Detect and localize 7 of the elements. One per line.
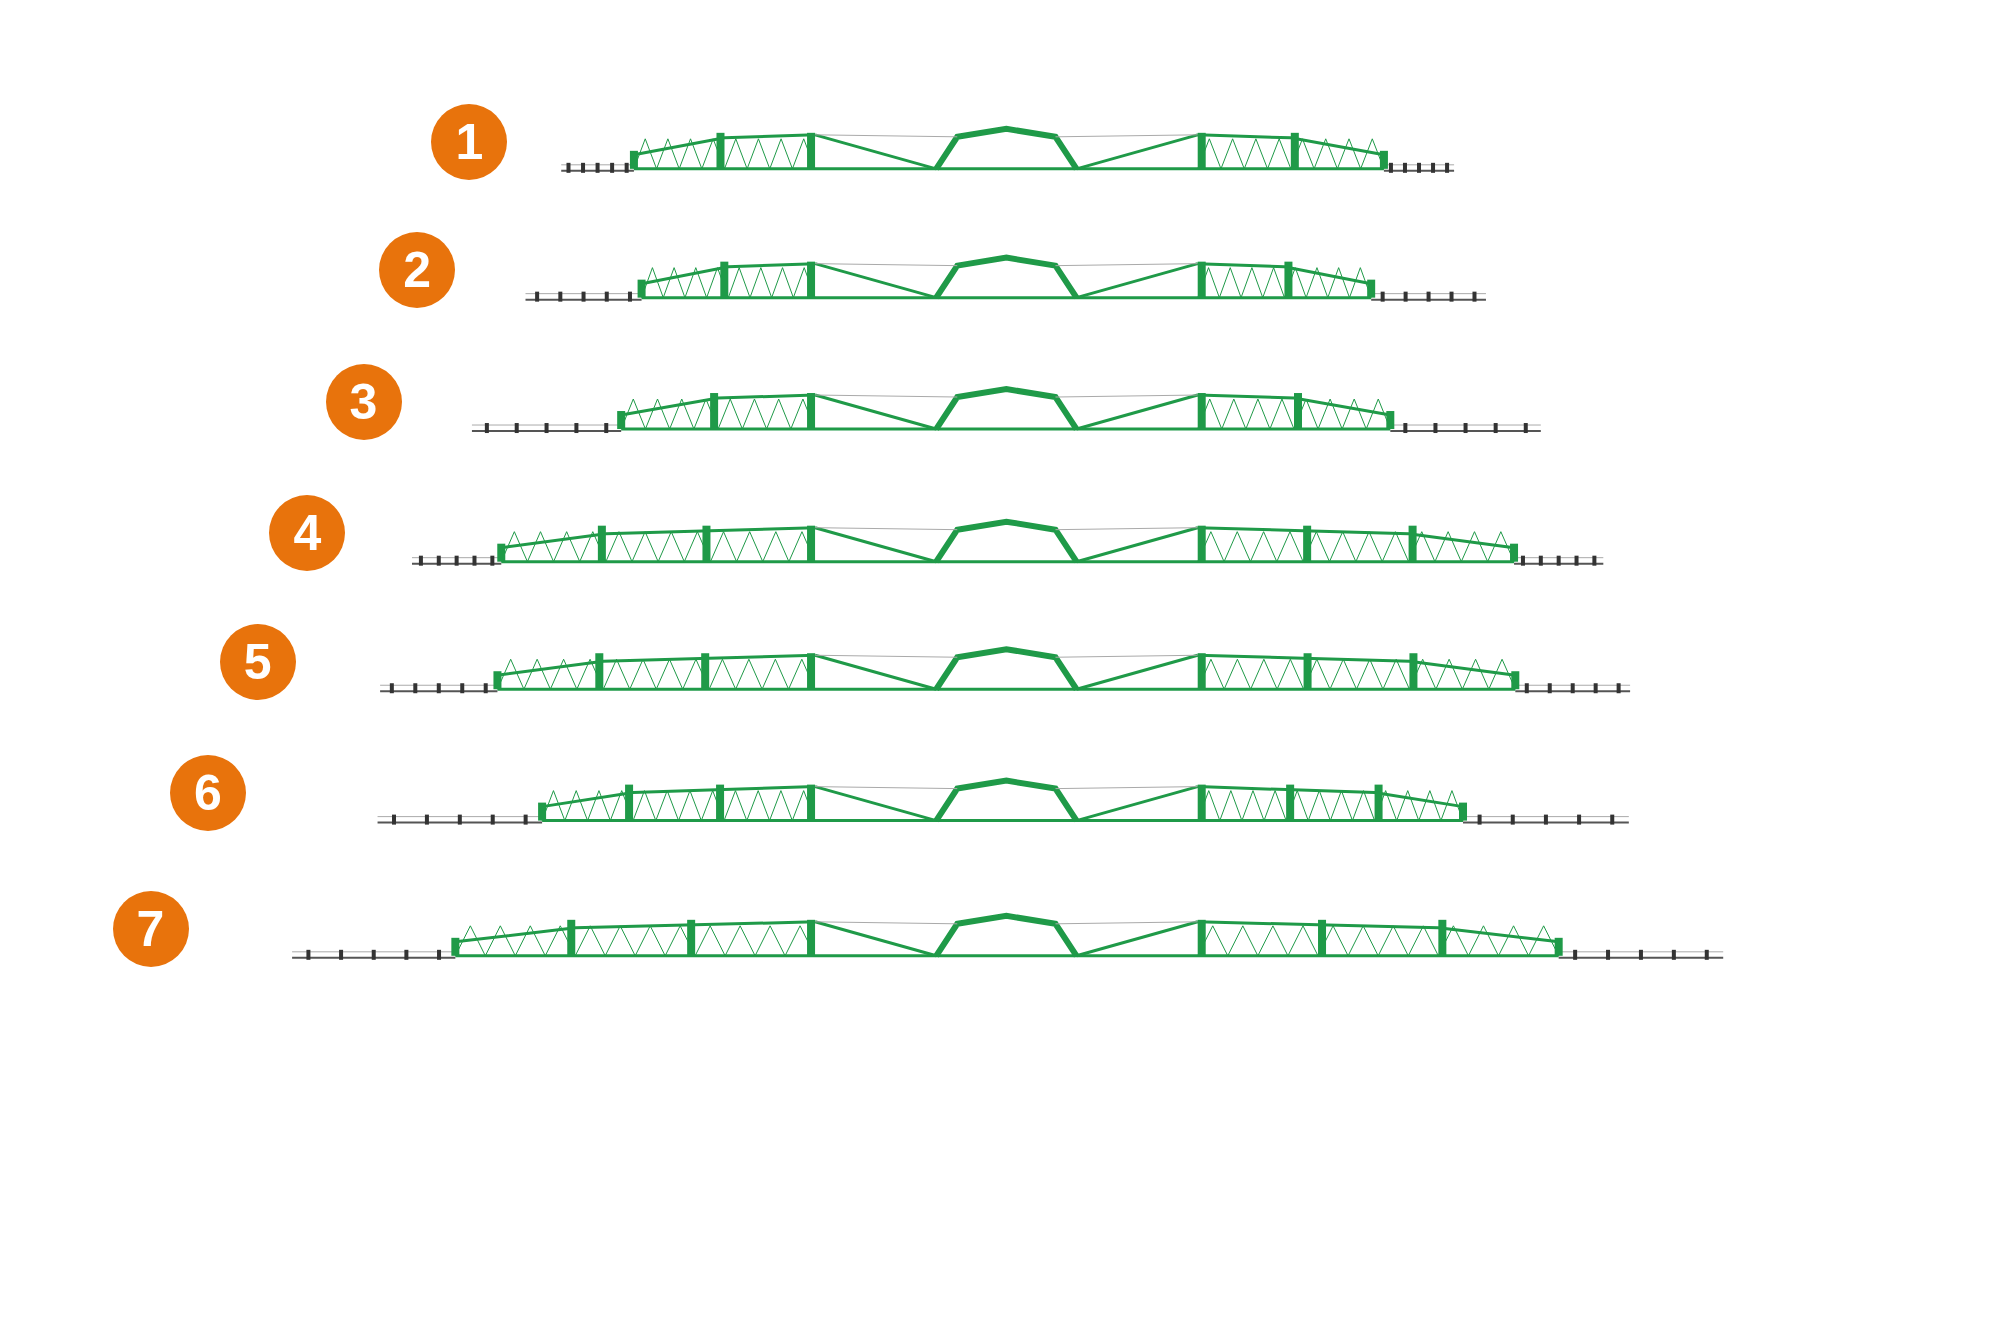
callout-number: 5	[219, 624, 296, 700]
callout-number: 6	[169, 755, 246, 832]
callout-number: 4	[269, 495, 346, 572]
callout-number: 2	[379, 232, 456, 309]
callout-number: 3	[325, 363, 402, 440]
callout-number: 7	[112, 890, 189, 967]
callout-number: 1	[431, 103, 508, 180]
